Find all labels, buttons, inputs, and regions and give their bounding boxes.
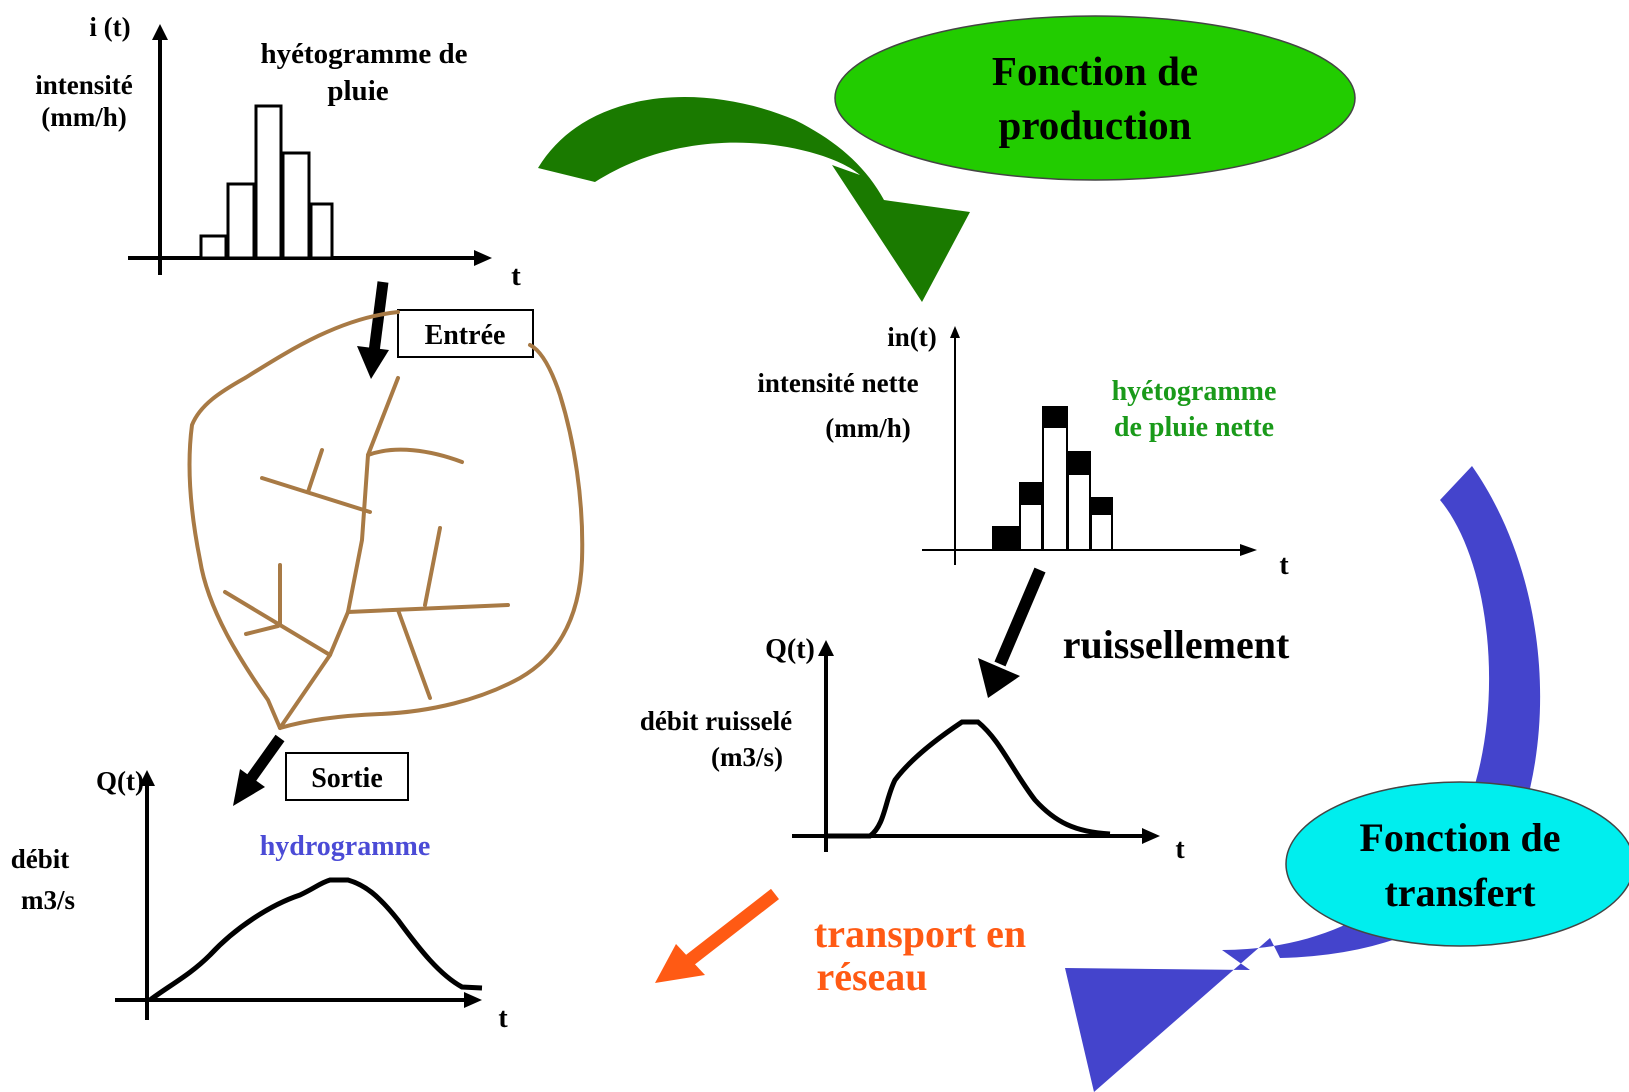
runoff-y-label: Q(t) bbox=[765, 634, 815, 665]
exit-box bbox=[285, 752, 409, 801]
runoff-y-desc-1: débit ruisselé bbox=[640, 706, 792, 736]
transport-label-1: transport en bbox=[814, 911, 1026, 956]
graph1-title-1: hyétogramme de bbox=[261, 38, 468, 70]
production-label-1: Fonction de bbox=[992, 48, 1198, 94]
graph1-x-label: t bbox=[511, 260, 521, 292]
exit-arrow bbox=[233, 734, 285, 806]
main-channel bbox=[278, 376, 400, 730]
graph1-title-2: pluie bbox=[327, 75, 388, 107]
graph1-y-arrowhead bbox=[152, 24, 168, 40]
transfer-label-1: Fonction de bbox=[1359, 815, 1560, 860]
net-rain-bar-excess bbox=[1091, 498, 1112, 515]
entry-box bbox=[397, 309, 534, 358]
net-rain-bar bbox=[992, 526, 1021, 551]
net-rain-title-1: hyétogramme bbox=[1112, 376, 1277, 407]
graph-net-x-arrowhead bbox=[1240, 544, 1257, 556]
net-rain-graph: in(t) intensité nette (mm/h) hyétogramme… bbox=[757, 322, 1289, 581]
transfer-arrow bbox=[1065, 466, 1541, 1092]
transfer-label-2: transfert bbox=[1384, 870, 1536, 915]
net-rain-bar-excess bbox=[1068, 452, 1090, 475]
production-arrow bbox=[538, 97, 970, 302]
rain-bar bbox=[226, 182, 256, 260]
runoff-y-desc-2: (m3/s) bbox=[711, 742, 783, 772]
net-rain-bar bbox=[1042, 406, 1068, 551]
entry-arrow bbox=[357, 281, 389, 379]
graph-out-x-arrowhead bbox=[464, 992, 482, 1008]
graph-net-y-desc-2: (mm/h) bbox=[825, 413, 910, 443]
output-hydrograph-graph: Q(t) débit m3/s hydrogramme t bbox=[11, 766, 509, 1034]
entry-label: Entrée bbox=[425, 320, 506, 351]
graph1-y-label: i (t) bbox=[89, 12, 130, 42]
exit-label: Sortie bbox=[311, 763, 383, 794]
graph-net-y-label: in(t) bbox=[887, 322, 937, 352]
graph-out-y-desc-2: m3/s bbox=[21, 885, 75, 915]
net-rain-bar-excess bbox=[1020, 483, 1042, 505]
runoff-x-label: t bbox=[1175, 834, 1185, 865]
production-label-2: production bbox=[999, 102, 1192, 148]
rain-hyetogram-graph: i (t) intensité (mm/h) hyétogramme de pl… bbox=[35, 12, 521, 292]
runoff-y-arrowhead bbox=[818, 640, 834, 656]
hydrograph-curve bbox=[148, 877, 483, 1003]
runoff-graph: Q(t) débit ruisselé (m3/s) t bbox=[640, 634, 1185, 865]
transfer-ellipse bbox=[1285, 781, 1629, 947]
runoff-arrow bbox=[978, 567, 1046, 698]
catchment-basin bbox=[187, 310, 585, 730]
hydrogram-title: hydrogramme bbox=[260, 831, 431, 862]
rain-bar bbox=[309, 202, 334, 260]
graph1-x-arrowhead bbox=[474, 250, 492, 266]
graph1-y-desc-2: (mm/h) bbox=[41, 102, 126, 132]
rain-bar bbox=[281, 151, 311, 260]
transport-arrow bbox=[655, 888, 779, 983]
graph-net-y-desc-1: intensité nette bbox=[757, 368, 918, 398]
graph1-y-desc-1: intensité bbox=[35, 70, 133, 100]
runoff-curve bbox=[826, 719, 1111, 839]
net-rain-title-2: de pluie nette bbox=[1114, 412, 1274, 443]
rain-bar bbox=[254, 104, 283, 260]
runoff-label: ruissellement bbox=[1063, 622, 1290, 667]
rain-bar bbox=[199, 234, 228, 260]
transport-label-2: réseau bbox=[816, 954, 927, 999]
production-ellipse bbox=[834, 15, 1356, 181]
graph-out-y-desc-1: débit bbox=[11, 844, 70, 874]
graph-out-x-label: t bbox=[498, 1003, 508, 1034]
net-rain-bar-excess bbox=[1043, 407, 1067, 428]
graph-out-y-label: Q(t) bbox=[96, 766, 144, 796]
graph-net-x-label: t bbox=[1279, 550, 1289, 581]
graph-out-y-arrowhead bbox=[139, 770, 155, 786]
runoff-x-arrowhead bbox=[1142, 828, 1160, 844]
graph-net-y-arrowhead bbox=[950, 326, 960, 338]
